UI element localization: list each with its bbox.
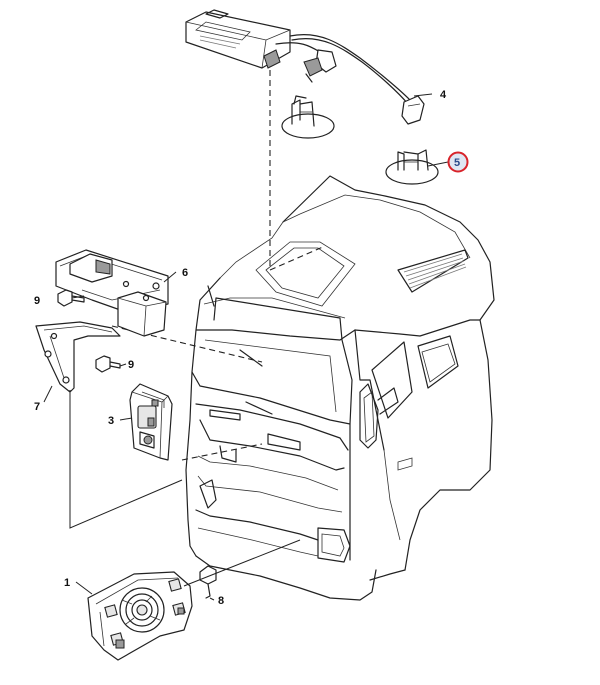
callout-7: 7 [34,401,40,413]
callout-9-lower: 9 [128,359,134,371]
truck-cab [185,175,495,601]
sensor-holder-left [281,95,335,139]
callout-8: 8 [218,595,224,607]
bracket-assembly [35,249,183,529]
callout-6: 6 [182,267,188,279]
sensor-holder-right [385,149,439,185]
leader-lines [43,93,449,601]
alarm-siren [87,571,193,661]
bolt [183,539,301,599]
callout-4: 4 [440,89,447,101]
screw-lower [95,355,121,373]
callout-3: 3 [108,415,114,427]
callout-9-upper: 9 [34,295,40,307]
control-module-harness [185,9,425,125]
callout-5[interactable]: 5 [454,157,460,169]
callout-1: 1 [64,577,70,589]
callout-labels: 1 3 4 5 6 7 8 9 9 [34,89,469,607]
control-unit [129,383,173,461]
callout-5-highlight-ring[interactable] [447,151,469,173]
